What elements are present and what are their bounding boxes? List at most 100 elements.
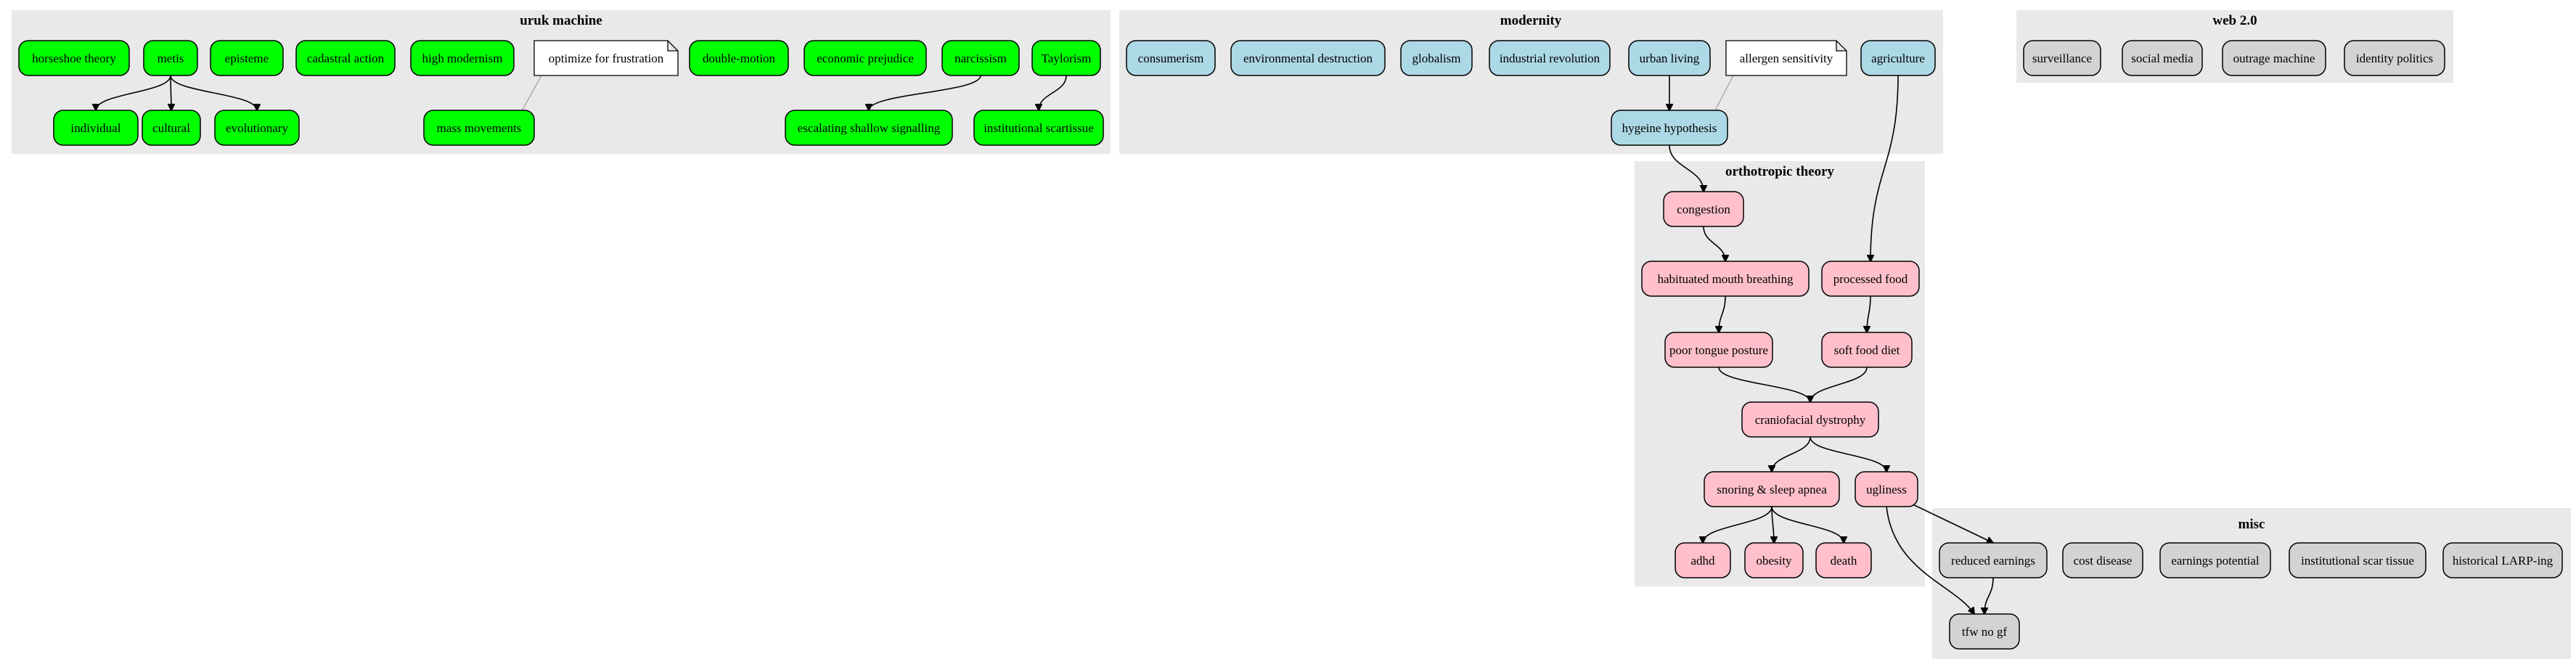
node-allergen: allergen sensitivity [1725, 40, 1847, 76]
cluster-title-misc: misc [2238, 517, 2265, 532]
node-larp: historical LARP-ing [2442, 542, 2563, 578]
node-shape [1675, 542, 1731, 578]
node-shape [1949, 613, 2020, 650]
edge-snoring-to-death [1771, 506, 1844, 543]
node-shape [1741, 401, 1879, 438]
node-globalism: globalism [1400, 40, 1473, 76]
node-label: poor tongue posture [1669, 343, 1768, 357]
edge-metis-to-individual [96, 75, 171, 110]
edge-snoring-to-adhd [1703, 506, 1772, 543]
node-cranio: craniofacial dystrophy [1741, 401, 1879, 438]
node-shape [1489, 40, 1611, 76]
node-shape [2289, 542, 2426, 578]
node-label: historical LARP-ing [2453, 554, 2553, 568]
node-earningspot: earnings potential [2159, 542, 2271, 578]
node-label: soft food diet [1834, 343, 1900, 357]
node-shape [410, 40, 515, 76]
node-congestion: congestion [1663, 191, 1744, 227]
node-shape [1855, 471, 1918, 507]
node-shape [941, 40, 1020, 76]
node-shape [142, 110, 201, 146]
node-shape [2159, 542, 2271, 578]
node-shape [1126, 40, 1216, 76]
node-shape [1641, 261, 1810, 297]
edge-processed-to-softfood [1867, 295, 1871, 332]
node-adhd: adhd [1675, 542, 1731, 578]
node-shape [295, 40, 396, 76]
node-shape [1860, 40, 1936, 76]
node-label: reduced earnings [1951, 554, 2035, 568]
node-label: adhd [1690, 554, 1715, 568]
edge-mouthbreathing-to-tongue [1719, 295, 1726, 332]
node-shape [2344, 40, 2445, 76]
node-snoring: snoring & sleep apnea [1704, 471, 1840, 507]
cluster-title-ortho: orthotropic theory [1725, 164, 1835, 179]
node-metis: metis [143, 40, 198, 76]
node-costdisease: cost disease [2062, 542, 2143, 578]
note-link-optimize [519, 75, 542, 115]
node-label: earnings potential [2171, 554, 2260, 568]
edge-congestion-to-mouthbreathing [1703, 226, 1725, 261]
edge-cranio-to-ugliness [1810, 436, 1886, 472]
node-consumerism: consumerism [1126, 40, 1216, 76]
node-label: consumerism [1138, 52, 1204, 65]
node-shape [1230, 40, 1386, 76]
node-shape [2023, 40, 2101, 76]
node-label: double-motion [703, 52, 776, 65]
node-label: ugliness [1866, 483, 1907, 496]
node-idpolitics: identity politics [2344, 40, 2445, 76]
node-shape [804, 40, 927, 76]
node-label: environmental destruction [1243, 52, 1373, 65]
edge-metis-to-evolutionary [170, 75, 257, 110]
node-shape [214, 110, 300, 146]
node-label: cultural [152, 121, 190, 135]
node-evolutionary: evolutionary [214, 110, 300, 146]
node-surveillance: surveillance [2023, 40, 2101, 76]
node-shape [423, 110, 535, 146]
node-label: congestion [1677, 202, 1730, 216]
node-label: processed food [1833, 272, 1908, 286]
node-socialmedia: social media [2122, 40, 2203, 76]
node-label: agriculture [1871, 52, 1925, 65]
node-label: outrage machine [2233, 52, 2315, 65]
node-shape [1744, 542, 1804, 578]
node-label: metis [158, 52, 184, 65]
edge-agriculture-to-processed [1870, 75, 1899, 261]
edge-narcissism-to-escalating [869, 75, 981, 110]
node-label: habituated mouth breathing [1658, 272, 1794, 286]
nodes-layer: horseshoe theory metis episteme cadastral a… [18, 40, 2563, 650]
node-label: institutional scar tissue [2301, 554, 2414, 568]
node-escalating: escalating shallow signalling [785, 110, 953, 146]
node-shape [1400, 40, 1473, 76]
note-link-allergen [1712, 75, 1734, 115]
node-shape [2222, 40, 2326, 76]
node-obesity: obesity [1744, 542, 1804, 578]
node-label: optimize for frustration [549, 52, 664, 65]
node-ugliness: ugliness [1855, 471, 1918, 507]
edge-hygiene-to-congestion [1669, 144, 1704, 192]
node-shape [973, 110, 1104, 146]
node-shape [1821, 261, 1920, 297]
node-hygiene: hygeine hypothesis [1611, 110, 1728, 146]
node-shape [1815, 542, 1872, 578]
cluster-title-web: web 2.0 [2212, 13, 2257, 28]
node-shape [1704, 471, 1840, 507]
node-label: hygeine hypothesis [1622, 121, 1717, 135]
node-label: mass movements [437, 121, 522, 135]
node-label: economic prejudice [817, 52, 914, 65]
node-shape [53, 110, 139, 146]
node-label: cadastral action [307, 52, 385, 65]
node-label: episteme [225, 52, 269, 65]
node-mouthbreathing: habituated mouth breathing [1641, 261, 1810, 297]
node-tfw: tfw no gf [1949, 613, 2020, 650]
node-label: Taylorism [1042, 52, 1092, 65]
node-mass: mass movements [423, 110, 535, 146]
node-label: identity politics [2356, 52, 2433, 65]
node-horseshoe: horseshoe theory [18, 40, 130, 76]
node-death: death [1815, 542, 1872, 578]
edge-snoring-to-obesity [1772, 506, 1774, 543]
node-label: surveillance [2032, 52, 2092, 65]
node-tongue: poor tongue posture [1664, 332, 1773, 368]
node-narcissism: narcissism [941, 40, 1020, 76]
node-highmod: high modernism [410, 40, 515, 76]
